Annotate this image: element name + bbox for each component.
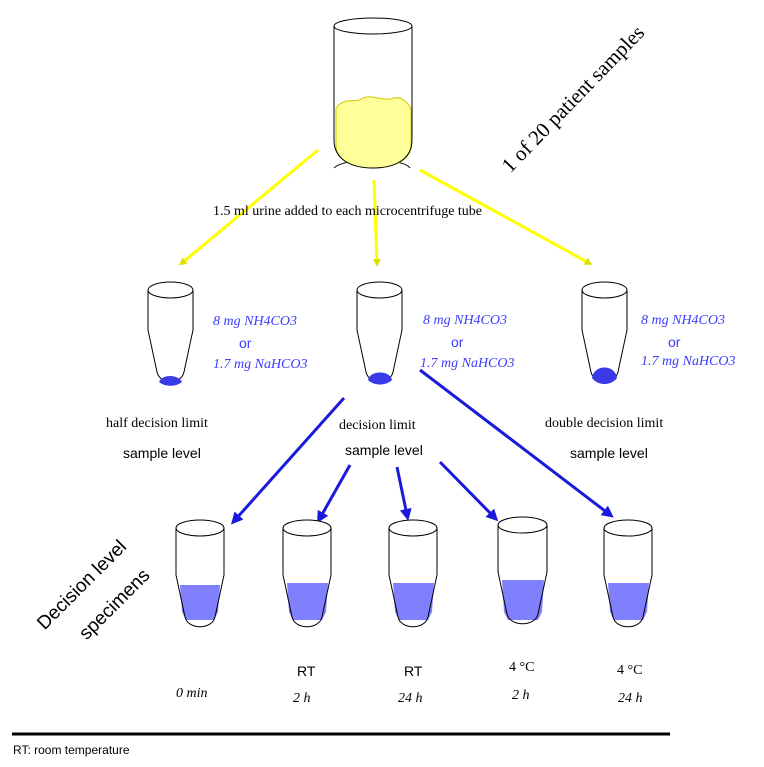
condition-2-bottom: 2 h	[293, 691, 311, 706]
reagent-1-line1: 8 mg NH4CO3	[213, 314, 298, 329]
reagent-3-or: or	[668, 334, 681, 350]
condition-4-bottom: 2 h	[512, 688, 530, 703]
level-double-sub: sample level	[570, 445, 648, 461]
patient-sample-tube	[333, 17, 413, 169]
footnote: RT: room temperature	[13, 743, 130, 757]
level-decision-name: decision limit	[339, 418, 416, 433]
specimen-tube-4	[497, 516, 548, 625]
blue-arrows	[231, 368, 614, 525]
yellow-arrows	[178, 148, 593, 267]
condition-5-top: 4 °C	[617, 663, 643, 678]
level-half-name: half decision limit	[106, 416, 208, 431]
tube-half	[147, 281, 194, 386]
reagent-2-line1: 8 mg NH4CO3	[423, 313, 508, 328]
reagent-1-line2: 1.7 mg NaHCO3	[213, 357, 308, 372]
condition-2-top: RT	[297, 663, 316, 679]
condition-1-bottom: 0 min	[176, 686, 208, 701]
specimen-tube-3	[388, 519, 438, 628]
urine-sample	[335, 96, 412, 169]
reagent-1-or: or	[239, 335, 252, 351]
specimen-tube-1	[175, 519, 225, 628]
tube-decision	[356, 281, 403, 385]
condition-4-top: 4 °C	[509, 660, 535, 675]
level-half-sub: sample level	[123, 445, 201, 461]
specimen-tube-5	[603, 519, 653, 628]
condition-3-top: RT	[404, 663, 423, 679]
level-double-name: double decision limit	[545, 416, 664, 431]
specimen-tube-2	[282, 519, 332, 628]
instruction-label: 1.5 ml urine added to each microcentrifu…	[213, 204, 483, 219]
reagent-2-line2: 1.7 mg NaHCO3	[420, 356, 515, 371]
level-decision-sub: sample level	[345, 442, 423, 458]
condition-5-bottom: 24 h	[618, 691, 643, 706]
reagent-2-or: or	[451, 334, 464, 350]
condition-3-bottom: 24 h	[398, 691, 423, 706]
tube-double	[581, 281, 628, 384]
reagent-3-line1: 8 mg NH4CO3	[641, 313, 726, 328]
reagent-3-line2: 1.7 mg NaHCO3	[641, 354, 736, 369]
